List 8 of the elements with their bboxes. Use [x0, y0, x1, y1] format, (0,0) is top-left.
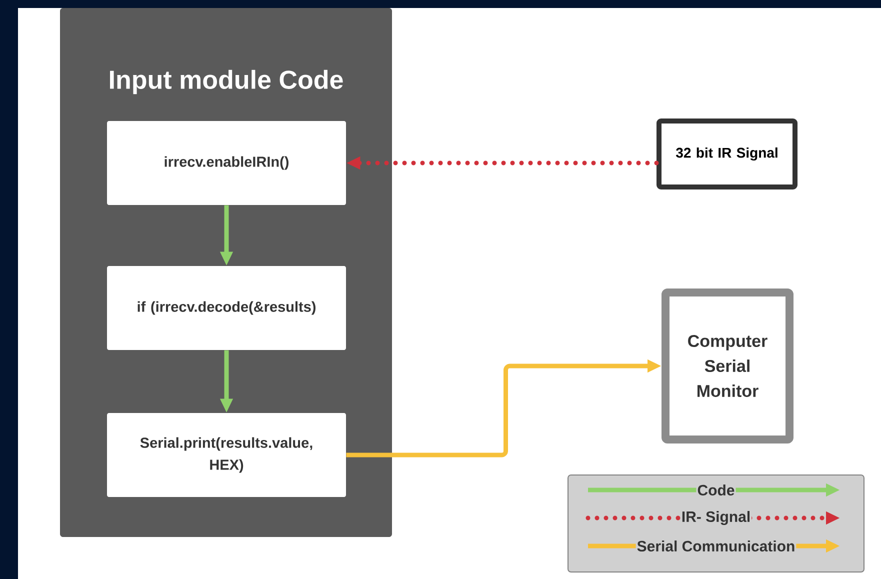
signal-box: 32 bit IR Signal — [656, 118, 798, 190]
code-box: Serial.print(results.value, HEX) — [107, 413, 346, 497]
legend-label: Serial Communication — [636, 540, 796, 553]
code-box: if (irrecv.decode(&results) — [107, 266, 346, 350]
monitor-box: Computer Serial Monitor — [662, 288, 794, 444]
legend-label: IR- Signal — [680, 510, 752, 526]
code-box: irrecv.enableIRIn() — [107, 121, 346, 205]
legend-label: Code — [696, 484, 736, 497]
